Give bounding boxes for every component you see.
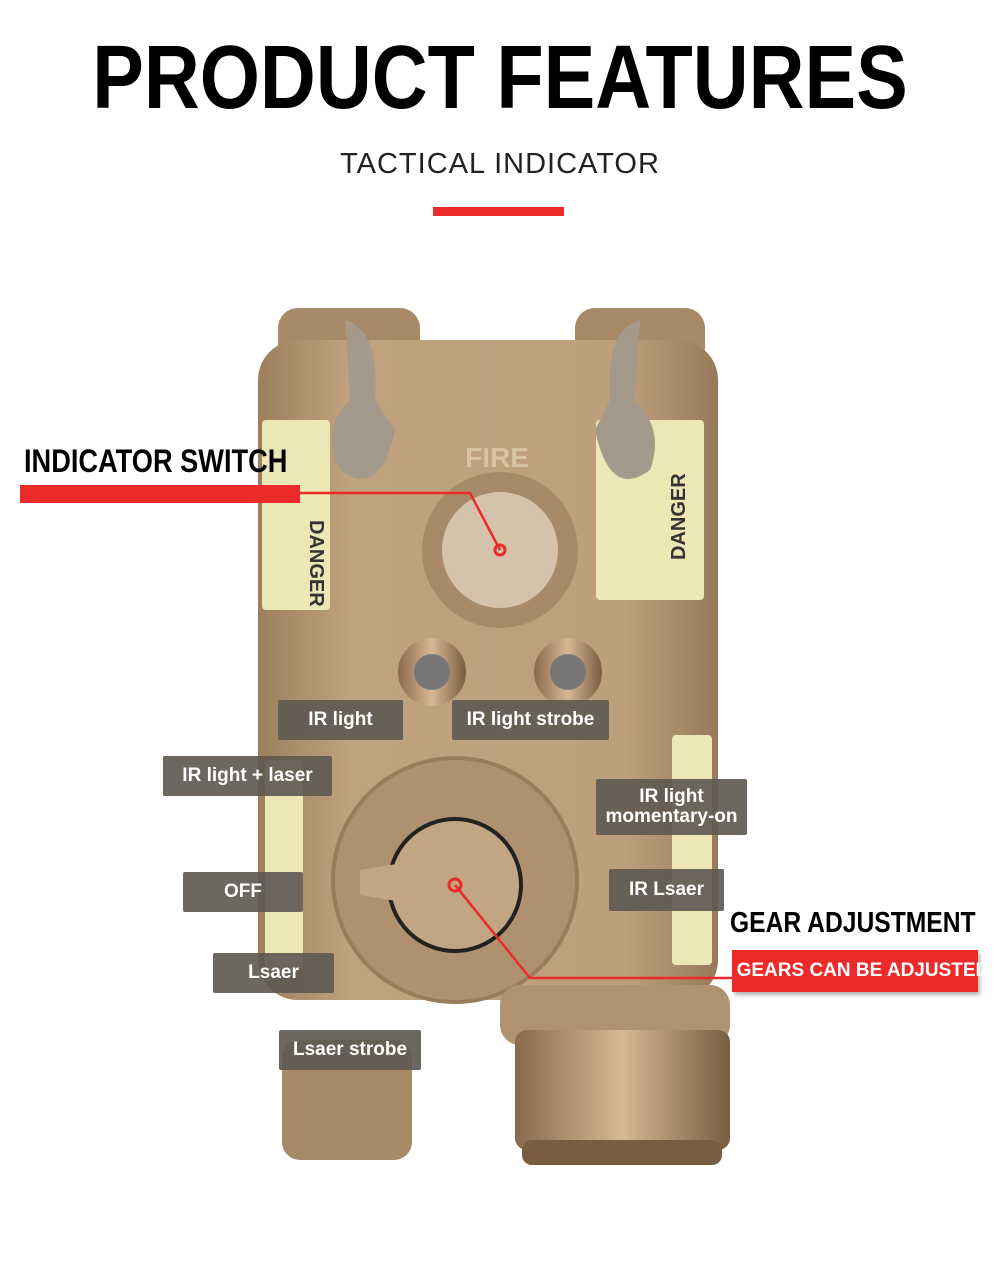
- fire-marking: FIRE: [465, 442, 529, 473]
- gear-adjustment-pointer-line: [454, 884, 732, 980]
- pressure-switch-port: [282, 1040, 412, 1160]
- danger-marking-left: DANGER: [305, 520, 327, 607]
- mode-label-ir-light-laser: IR light + laser: [163, 756, 332, 796]
- gear-note-tag: 8 GEARS CAN BE ADJUSTED: [721, 950, 989, 992]
- light-bezel: [515, 1030, 730, 1150]
- mode-label-laser-strobe: Lsaer strobe: [279, 1030, 421, 1070]
- warning-sticker-left: [262, 420, 330, 610]
- danger-marking-right: DANGER: [668, 473, 690, 560]
- mode-label-ir-laser: IR Lsaer: [609, 869, 724, 911]
- right-lever: [595, 320, 655, 479]
- page-title: PRODUCT FEATURES: [92, 28, 908, 128]
- mode-label-ir-light: IR light: [278, 700, 403, 740]
- indicator-switch-pointer-line: [236, 491, 502, 551]
- mode-label-ir-light-strobe: IR light strobe: [452, 700, 609, 740]
- serial-sticker: [265, 760, 303, 970]
- mode-label-laser: Lsaer: [213, 953, 334, 993]
- page-subtitle: TACTICAL INDICATOR: [340, 148, 660, 180]
- left-lever: [332, 320, 395, 479]
- caution-sticker: [672, 735, 712, 965]
- indicator-switch-heading: INDICATOR SWITCH: [24, 443, 288, 479]
- indicator-switch-underline: [20, 485, 300, 503]
- mode-label-off: OFF: [183, 872, 303, 912]
- mode-label-ir-light-momentary: IR light momentary-on: [596, 779, 747, 835]
- gear-adjustment-heading: GEAR ADJUSTMENT: [730, 907, 976, 939]
- title-underline: [433, 207, 564, 216]
